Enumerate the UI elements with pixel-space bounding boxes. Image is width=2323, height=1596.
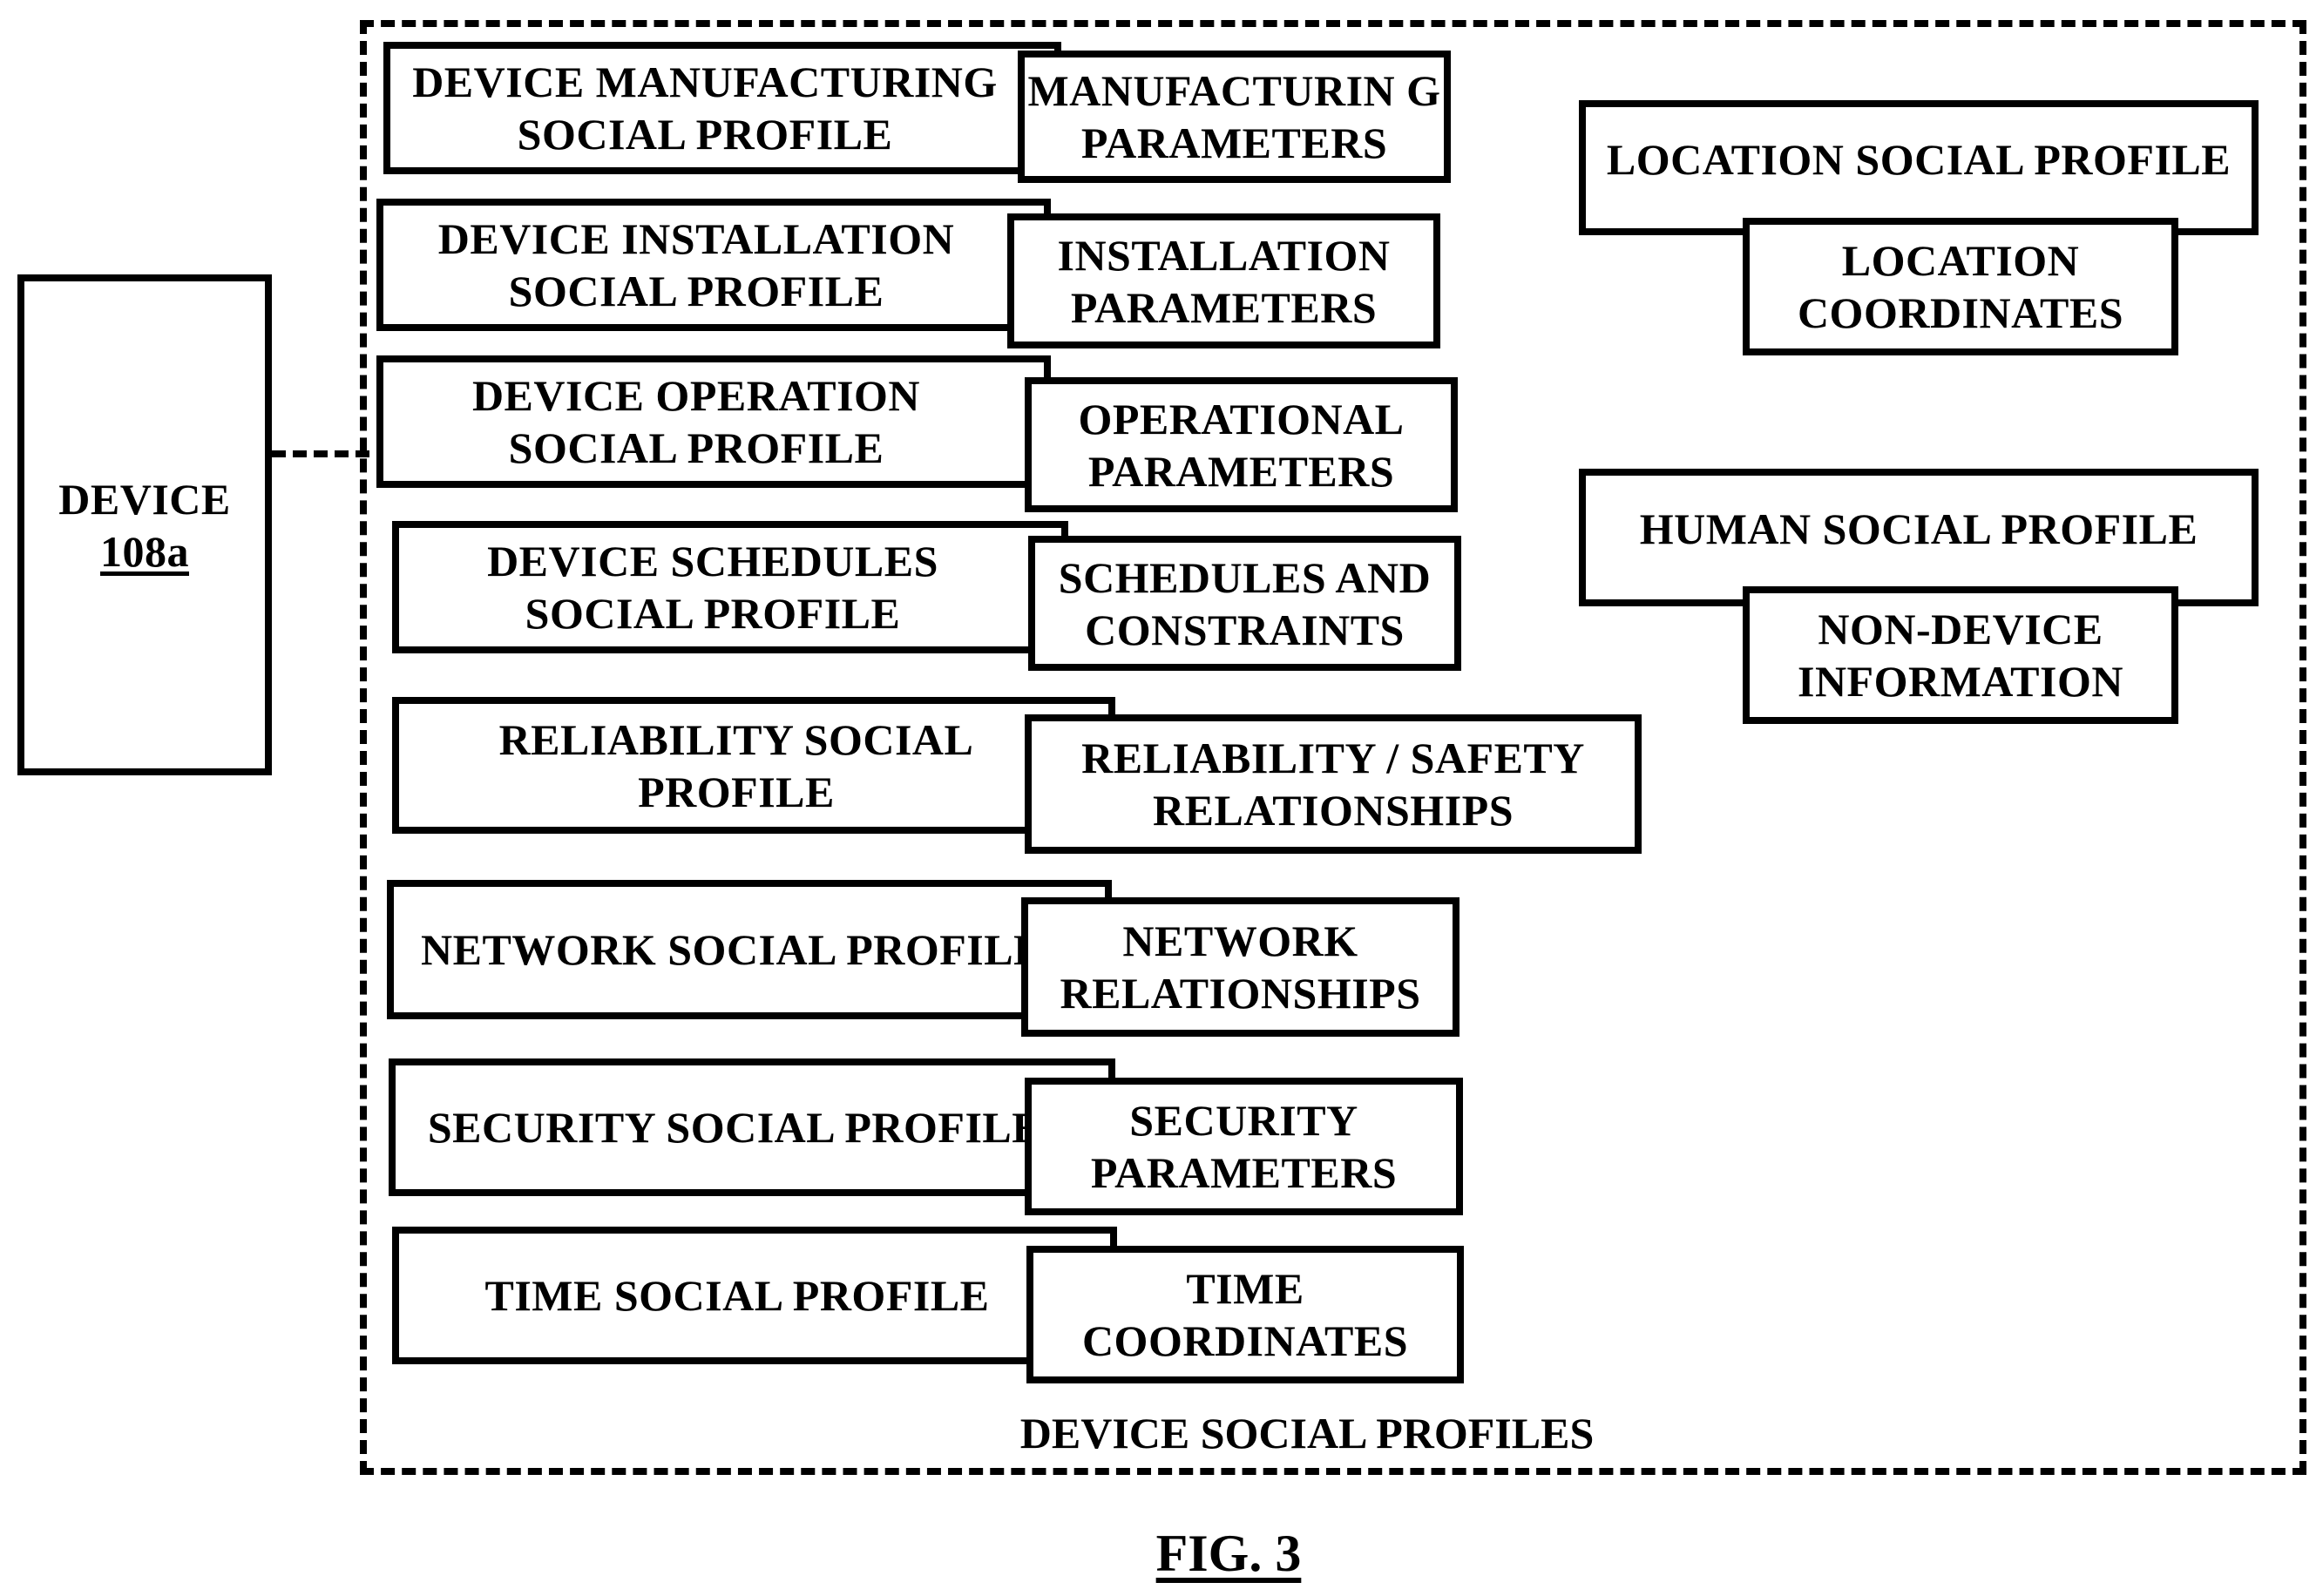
detail-label: LOCATION COORDINATES (1797, 236, 2124, 337)
detail-label: MANUFACTURIN G PARAMETERS (1027, 66, 1441, 167)
security-social-profile-box: SECURITY SOCIAL PROFILE (389, 1058, 1115, 1196)
reliability-safety-relationships-box: RELIABILITY / SAFETY RELATIONSHIPS (1025, 714, 1642, 854)
container-label: DEVICE SOCIAL PROFILES (1019, 1409, 1595, 1457)
security-parameters-box: SECURITY PARAMETERS (1025, 1078, 1463, 1215)
detail-label: SECURITY PARAMETERS (1090, 1096, 1398, 1197)
profile-label: DEVICE MANUFACTURING SOCIAL PROFILE (412, 57, 998, 159)
location-coordinates-box: LOCATION COORDINATES (1743, 218, 2178, 355)
detail-label: TIME COORDINATES (1081, 1264, 1409, 1365)
device-social-profiles-container (360, 20, 2306, 1475)
non-device-information-box: NON-DEVICE INFORMATION (1743, 586, 2178, 724)
device-operation-social-profile-box: DEVICE OPERATION SOCIAL PROFILE (376, 355, 1051, 488)
detail-label: NETWORK RELATIONSHIPS (1060, 916, 1421, 1018)
profile-label: LOCATION SOCIAL PROFILE (1606, 134, 2232, 184)
manufacturing-parameters-box: MANUFACTURIN G PARAMETERS (1018, 51, 1451, 183)
operational-parameters-box: OPERATIONAL PARAMETERS (1025, 377, 1458, 512)
reliability-social-profile-box: RELIABILITY SOCIAL PROFILE (392, 697, 1115, 834)
profile-label: DEVICE OPERATION SOCIAL PROFILE (471, 371, 921, 472)
profile-label: RELIABILITY SOCIAL PROFILE (498, 714, 974, 816)
time-coordinates-box: TIME COORDINATES (1026, 1246, 1464, 1383)
detail-label: INSTALLATION PARAMETERS (1057, 230, 1391, 332)
network-social-profile-box: NETWORK SOCIAL PROFILE (387, 880, 1112, 1019)
profile-label: NETWORK SOCIAL PROFILE (421, 925, 1043, 974)
device-schedules-social-profile-box: DEVICE SCHEDULES SOCIAL PROFILE (392, 521, 1068, 653)
detail-label: OPERATIONAL PARAMETERS (1078, 394, 1405, 496)
schedules-and-constraints-box: SCHEDULES AND CONSTRAINTS (1028, 536, 1461, 671)
time-social-profile-box: TIME SOCIAL PROFILE (392, 1227, 1117, 1364)
network-relationships-box: NETWORK RELATIONSHIPS (1021, 897, 1459, 1037)
profile-label: TIME SOCIAL PROFILE (484, 1271, 990, 1320)
location-social-profile-box: LOCATION SOCIAL PROFILE (1579, 100, 2259, 235)
device-connector-line (272, 450, 369, 457)
profile-label: DEVICE INSTALLATION SOCIAL PROFILE (437, 214, 955, 315)
figure-label: FIG. 3 (1155, 1525, 1302, 1582)
device-manufacturing-social-profile-box: DEVICE MANUFACTURING SOCIAL PROFILE (383, 42, 1061, 174)
profile-label: SECURITY SOCIAL PROFILE (427, 1103, 1042, 1152)
detail-label: NON-DEVICE INFORMATION (1797, 605, 2123, 706)
detail-label: RELIABILITY / SAFETY RELATIONSHIPS (1081, 734, 1585, 835)
device-label: DEVICE (58, 474, 231, 524)
device-108a-box: DEVICE 108a (17, 274, 272, 775)
device-installation-social-profile-box: DEVICE INSTALLATION SOCIAL PROFILE (376, 199, 1051, 331)
profile-label: DEVICE SCHEDULES SOCIAL PROFILE (487, 537, 938, 638)
device-number: 108a (100, 526, 189, 576)
profile-label: HUMAN SOCIAL PROFILE (1639, 504, 2198, 553)
installation-parameters-box: INSTALLATION PARAMETERS (1007, 213, 1440, 348)
detail-label: SCHEDULES AND CONSTRAINTS (1058, 552, 1432, 654)
